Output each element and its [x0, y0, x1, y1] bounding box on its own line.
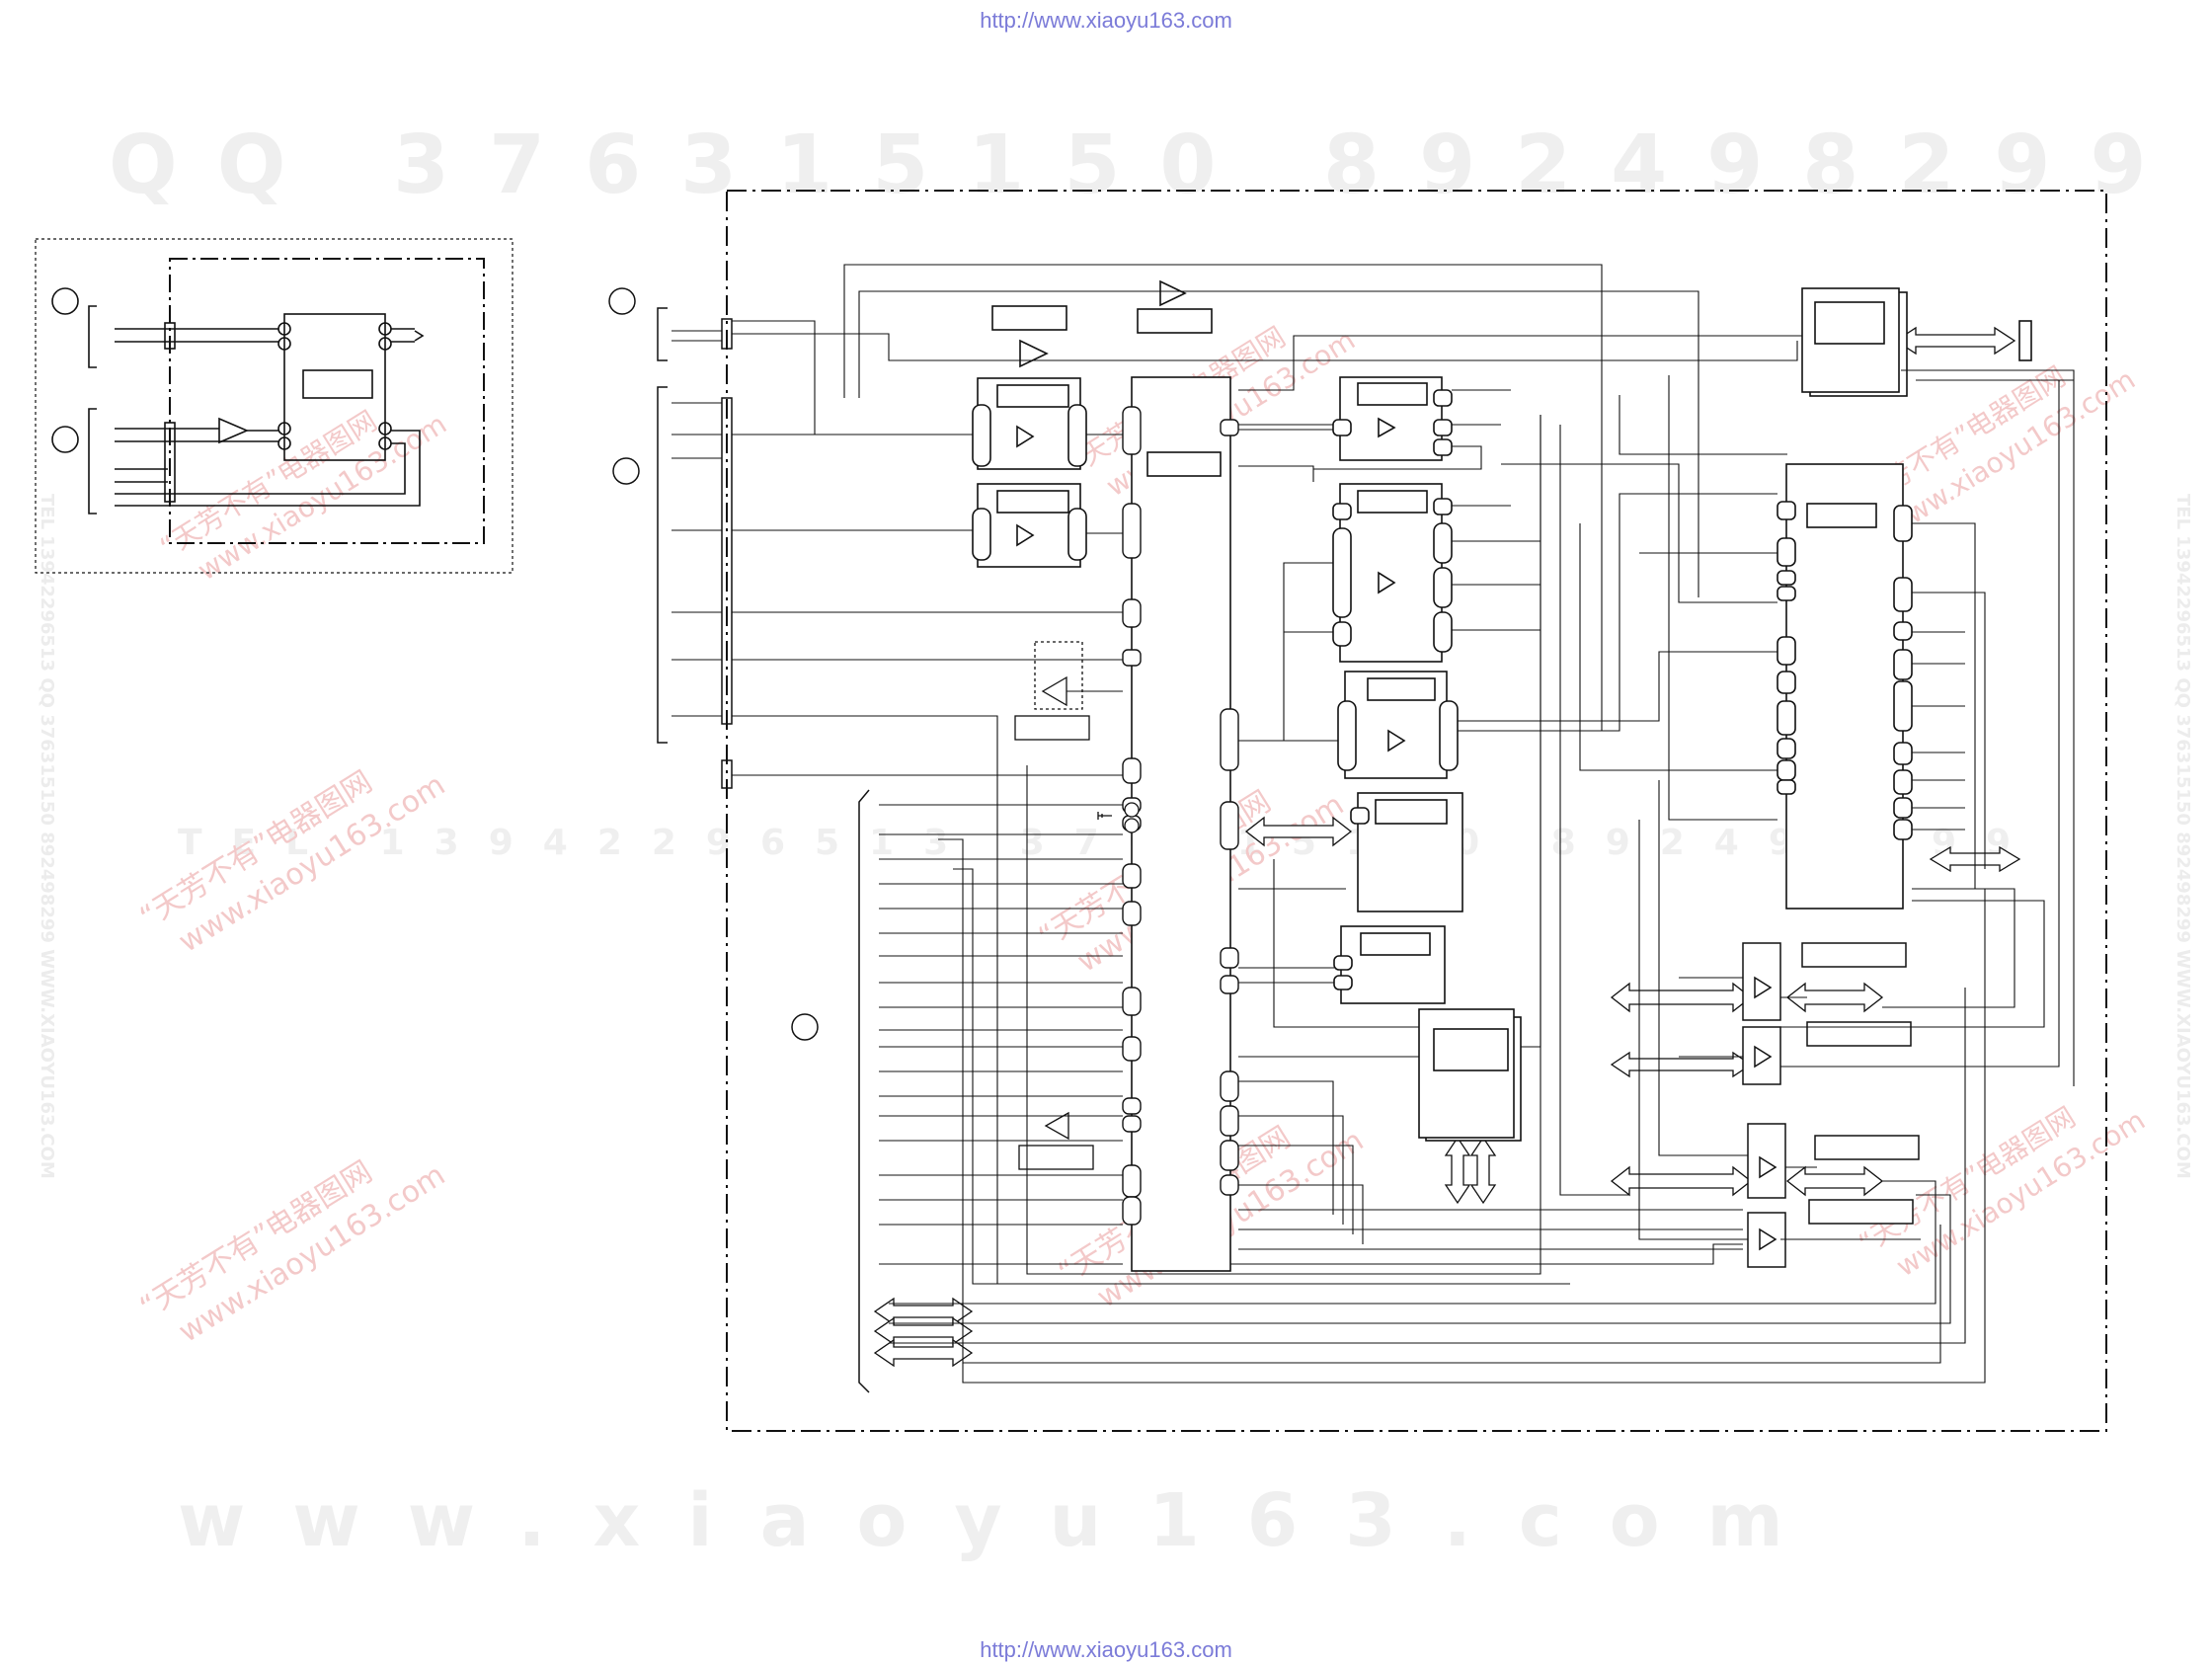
cpu-ports [1122, 406, 1239, 1226]
opamp-blocks-left [972, 305, 1213, 568]
connector-pin [721, 397, 733, 725]
right-top-ic [1801, 287, 2032, 397]
pin-circles [1097, 802, 1140, 833]
connector-pin [164, 322, 176, 350]
signal-wiring [672, 264, 2075, 1384]
right-opamps [1742, 942, 1920, 1268]
watermark-qq: QQ 376315150 892498299 [109, 119, 2186, 212]
connector-marker [612, 457, 640, 485]
header-url-link[interactable]: http://www.xiaoyu163.com [980, 8, 1232, 33]
connector-marker [51, 287, 79, 315]
main-board-frame [726, 190, 2107, 1432]
connector-pin [164, 422, 176, 503]
footer-url-link[interactable]: http://www.xiaoyu163.com [980, 1637, 1232, 1662]
connector-pin [721, 759, 733, 789]
watermark-tel: TEL 13942296513 376315150 892498299 [178, 823, 2040, 863]
central-ic [1131, 376, 1231, 1272]
ic-label-box [302, 369, 373, 399]
connector-marker [51, 426, 79, 453]
watermark-site: www.xiaoyu163.com [178, 1478, 1831, 1563]
lower-ic [1418, 1008, 1522, 1142]
middle-ic-blocks [1332, 376, 1463, 1004]
watermark-side-left: TEL 13942296513 QQ 376315150 892498299 W… [37, 494, 57, 1179]
connector-marker [791, 1013, 819, 1041]
main-connectors [608, 287, 870, 1393]
left-sub-board [35, 238, 514, 574]
watermark-logo: “天芳不有” 电器图网 www.xiaoyu163.com [154, 404, 452, 587]
watermark-logo: “天芳不有” 电器图网 www.xiaoyu163.com [134, 1154, 451, 1350]
connector-marker [608, 287, 636, 315]
right-big-ic [1777, 463, 1913, 910]
ic-block [283, 313, 386, 461]
bus-arrows [873, 326, 2021, 1368]
watermark-side-right: TEL 13942296513 QQ 376315150 892498299 W… [2172, 494, 2193, 1179]
